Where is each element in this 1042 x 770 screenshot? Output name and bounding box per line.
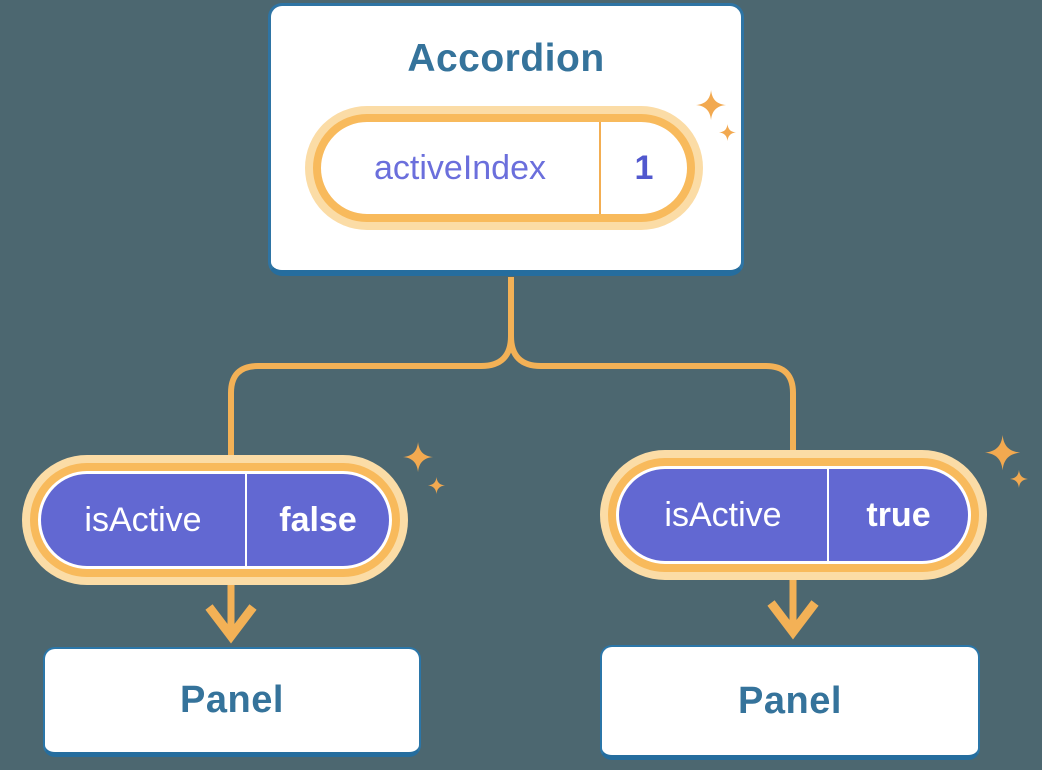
prop-pill-fill: isActive false: [41, 474, 389, 566]
pill-divider: [599, 122, 601, 214]
panel-title: Panel: [180, 679, 284, 721]
sparkle-icon: [1010, 470, 1028, 488]
pill-divider: [245, 474, 247, 566]
sparkle-icon: [428, 477, 445, 494]
connector-branch-right: [508, 277, 796, 453]
arrow-left-head-icon: [205, 604, 257, 644]
prop-name: isActive: [664, 495, 782, 534]
prop-value: false: [279, 500, 357, 539]
state-value: 1: [634, 148, 654, 187]
sparkle-icon: [403, 442, 434, 473]
state-name: activeIndex: [374, 148, 546, 187]
panel-component-card-right: Panel: [600, 645, 980, 760]
prop-pill-fill: isActive true: [619, 469, 968, 561]
prop-name: isActive: [84, 500, 202, 539]
accordion-title: Accordion: [407, 37, 605, 80]
prop-pill-isactive-true: isActive true: [608, 458, 979, 572]
panel-title: Panel: [738, 679, 842, 722]
prop-pill-isactive-false: isActive false: [30, 463, 400, 577]
panel-component-card-left: Panel: [43, 647, 421, 757]
state-pill-activeindex: activeIndex 1: [313, 114, 695, 222]
prop-value: true: [866, 495, 931, 534]
arrow-right-head-icon: [767, 600, 819, 640]
connector-branch-left: [228, 277, 514, 458]
sparkle-icon: [985, 435, 1021, 471]
pill-divider: [827, 469, 829, 561]
